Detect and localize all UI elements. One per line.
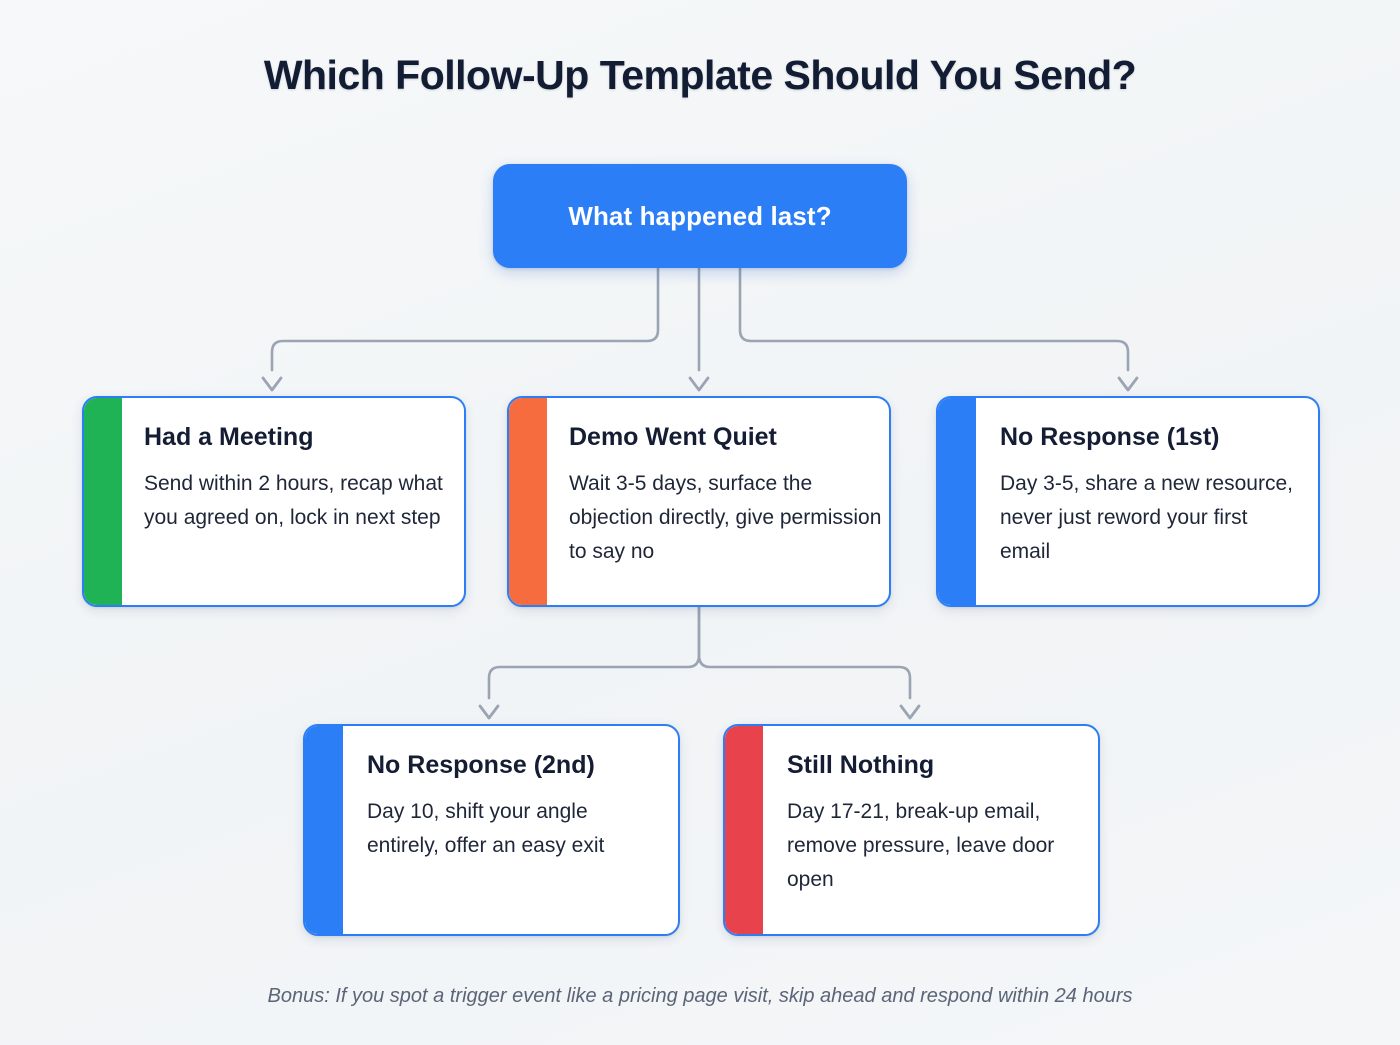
arrowhead-no-response-1st bbox=[1117, 376, 1139, 392]
arrowhead-had-a-meeting bbox=[261, 376, 283, 392]
card-had-a-meeting[interactable]: Had a Meeting Send within 2 hours, recap… bbox=[82, 396, 466, 607]
page-title: Which Follow-Up Template Should You Send… bbox=[263, 52, 1137, 98]
arrowhead-still-nothing bbox=[899, 704, 921, 720]
card-description: Send within 2 hours, recap what you agre… bbox=[144, 471, 443, 529]
connector-root-to-had-a-meeting bbox=[270, 266, 660, 372]
accent-bar-orange bbox=[509, 398, 547, 605]
card-title: No Response (2nd) bbox=[367, 751, 595, 779]
card-title: Still Nothing bbox=[787, 751, 935, 779]
node-what-happened-last[interactable]: What happened last? bbox=[493, 164, 907, 268]
arrowhead-no-response-2nd bbox=[478, 704, 500, 720]
card-description: Day 10, shift your angle entirely, offer… bbox=[367, 799, 605, 857]
accent-bar-blue bbox=[938, 398, 976, 605]
card-title: Had a Meeting bbox=[144, 423, 314, 451]
card-no-response-2nd[interactable]: No Response (2nd) Day 10, shift your ang… bbox=[303, 724, 680, 936]
card-demo-went-quiet[interactable]: Demo Went Quiet Wait 3-5 days, surface t… bbox=[507, 396, 891, 607]
card-content: Demo Went Quiet Wait 3-5 days, surface t… bbox=[547, 398, 889, 605]
card-description: Wait 3-5 days, surface the objection dir… bbox=[569, 471, 882, 563]
footer-note: Bonus: If you spot a trigger event like … bbox=[267, 985, 1133, 1007]
accent-bar-blue bbox=[305, 726, 343, 934]
card-content: No Response (1st) Day 3-5, share a new r… bbox=[976, 398, 1318, 605]
accent-bar-green bbox=[84, 398, 122, 605]
card-content: No Response (2nd) Day 10, shift your ang… bbox=[343, 726, 678, 934]
card-no-response-1st[interactable]: No Response (1st) Day 3-5, share a new r… bbox=[936, 396, 1320, 607]
card-description: Day 17-21, break-up email, remove pressu… bbox=[787, 799, 1055, 891]
card-description: Day 3-5, share a new resource, never jus… bbox=[1000, 471, 1293, 563]
connector-demo-to-still-nothing bbox=[697, 605, 912, 700]
card-title: Demo Went Quiet bbox=[569, 423, 777, 451]
card-content: Still Nothing Day 17-21, break-up email,… bbox=[763, 726, 1098, 934]
node-label: What happened last? bbox=[568, 200, 832, 231]
accent-bar-red bbox=[725, 726, 763, 934]
card-title: No Response (1st) bbox=[1000, 423, 1220, 451]
connector-demo-to-no-response-2nd bbox=[487, 605, 701, 700]
connector-root-to-no-response-1st bbox=[738, 266, 1130, 372]
card-content: Had a Meeting Send within 2 hours, recap… bbox=[122, 398, 464, 605]
card-still-nothing[interactable]: Still Nothing Day 17-21, break-up email,… bbox=[723, 724, 1100, 936]
arrowhead-demo-went-quiet bbox=[688, 376, 710, 392]
